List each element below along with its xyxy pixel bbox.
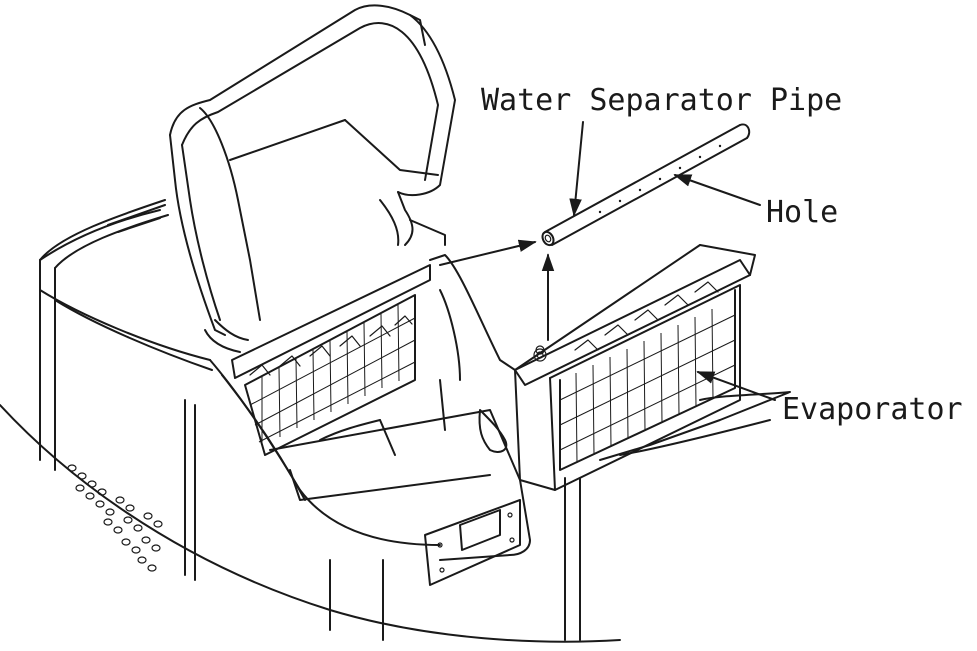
installed-evaporator	[231, 264, 431, 456]
ice-bin-interior	[269, 254, 521, 501]
ice-maker-body	[0, 199, 621, 643]
hole-leader-arrow	[673, 174, 761, 206]
install-arrow-left	[439, 239, 537, 266]
evaporator-label: Evaporator	[782, 392, 963, 427]
open-lid	[169, 4, 456, 341]
pipe-holes	[598, 144, 722, 214]
water-separator-pipe-label: Water Separator Pipe	[481, 83, 843, 118]
pipe-leader-arrow	[569, 121, 584, 217]
top-cover	[39, 204, 446, 353]
evaporator-leader-arrow	[696, 371, 776, 401]
hole-label: Hole	[766, 195, 839, 230]
control-panel	[424, 499, 521, 586]
water-separator-pipe	[541, 123, 751, 247]
removed-evaporator	[514, 244, 791, 491]
vent-holes	[67, 464, 163, 572]
callout-arrows	[439, 121, 776, 401]
